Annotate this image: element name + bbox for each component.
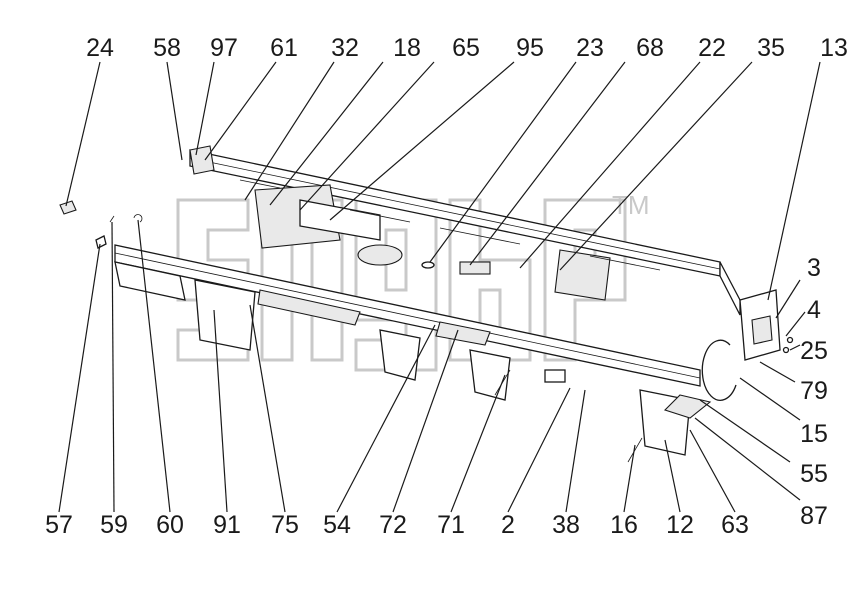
callout-label: 59: [100, 511, 128, 539]
callout-label: 79: [800, 377, 828, 405]
callout-label: 35: [757, 34, 785, 62]
callout-label: 3: [807, 254, 821, 282]
callout-label: 71: [437, 511, 465, 539]
callout-label: 72: [379, 511, 407, 539]
callout-label: 24: [86, 34, 114, 62]
callouts-right: 3 4 25 79 15 55 87: [800, 254, 828, 530]
callout-label: 2: [501, 511, 515, 539]
callout-label: 60: [156, 511, 184, 539]
callout-label: 68: [636, 34, 664, 62]
lower-frame-rail: [114, 244, 712, 456]
callout-label: 58: [153, 34, 181, 62]
callout-label: 97: [210, 34, 238, 62]
callout-label: 16: [610, 511, 638, 539]
callout-label: 18: [393, 34, 421, 62]
callout-label: 61: [270, 34, 298, 62]
callout-label: 87: [800, 502, 828, 530]
callout-label: 4: [807, 296, 821, 324]
loose-parts: [59, 200, 794, 463]
callout-label: 12: [666, 511, 694, 539]
callout-label: 55: [800, 460, 828, 488]
upper-frame-rail: [189, 145, 741, 316]
callout-label: 25: [800, 337, 828, 365]
callout-label: 63: [721, 511, 749, 539]
callout-label: 38: [552, 511, 580, 539]
callout-label: 22: [698, 34, 726, 62]
callout-label: 15: [800, 420, 828, 448]
callout-label: 32: [331, 34, 359, 62]
callout-label: 23: [576, 34, 604, 62]
callout-label: 13: [820, 34, 848, 62]
callout-label: 65: [452, 34, 480, 62]
callouts-bottom: 57 59 60 91 75 54 72 71 2 38 16 12 63: [45, 511, 749, 539]
callout-label: 75: [271, 511, 299, 539]
callout-label: 57: [45, 511, 73, 539]
callout-label: 91: [213, 511, 241, 539]
callout-label: 54: [323, 511, 351, 539]
callouts-top: 24 58 97 61 32 18 65 95 23 68 22 35 13: [86, 34, 848, 62]
callout-label: 95: [516, 34, 544, 62]
leader-lines: [58, 61, 821, 513]
watermark-tm: TM: [612, 190, 650, 220]
